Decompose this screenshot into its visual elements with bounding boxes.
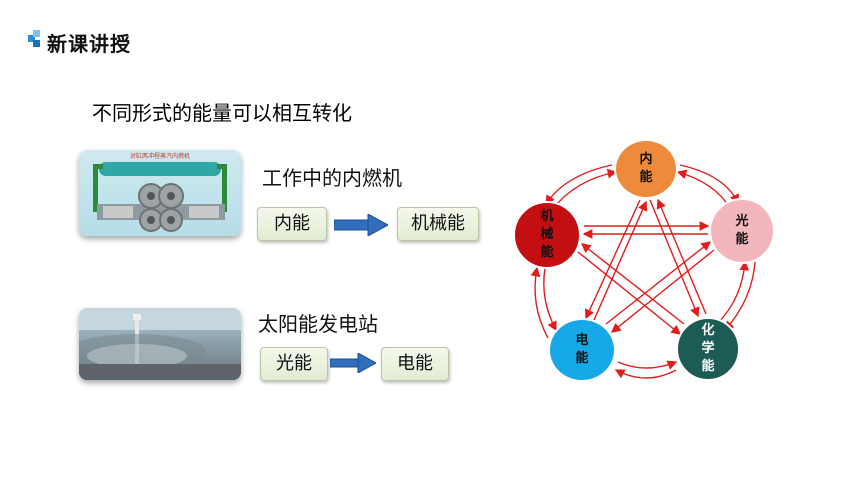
node-chemical-line1: 化 <box>701 323 715 338</box>
energy-box-light: 光能 <box>260 347 328 381</box>
node-chemical-energy: 化 学 能 <box>676 317 740 381</box>
engine-photo-label: 对缸两冲程蒸汽内燃机 <box>130 152 190 160</box>
engine-photo: 对缸两冲程蒸汽内燃机 <box>79 150 241 236</box>
node-electric-line2: 能 <box>575 351 589 366</box>
solar-caption: 太阳能发电站 <box>258 312 378 336</box>
node-internal-line2: 能 <box>639 170 653 185</box>
node-internal-energy: 内 能 <box>614 139 678 199</box>
node-internal-line1: 内 <box>639 152 653 167</box>
node-light-energy: 光 能 <box>709 198 775 264</box>
node-electric-energy: 电 能 <box>548 318 616 382</box>
node-light-line1: 光 <box>735 214 749 229</box>
node-mechanical-energy: 机 械 能 <box>513 201 581 269</box>
energy-box-electric: 电能 <box>381 347 449 381</box>
node-mechanical-line1: 机 <box>540 209 554 224</box>
section-title: 新课讲授 <box>47 32 131 56</box>
energy-box-internal: 内能 <box>257 207 327 241</box>
main-heading: 不同形式的能量可以相互转化 <box>92 101 352 125</box>
right-arrow-icon <box>333 213 390 240</box>
right-arrow-icon <box>329 352 378 377</box>
node-chemical-line2: 学 <box>701 341 715 356</box>
energy-box-mechanical: 机械能 <box>397 207 479 241</box>
header-blocks-icon <box>28 30 42 48</box>
node-light-line2: 能 <box>735 232 749 247</box>
energy-conversion-arrows <box>530 164 756 379</box>
solar-plant-photo <box>79 308 241 380</box>
node-mechanical-line2: 械 <box>540 227 554 242</box>
node-chemical-line3: 能 <box>701 359 715 374</box>
engine-caption: 工作中的内燃机 <box>262 166 402 190</box>
node-electric-line1: 电 <box>575 333 589 348</box>
node-mechanical-line3: 能 <box>540 245 554 260</box>
